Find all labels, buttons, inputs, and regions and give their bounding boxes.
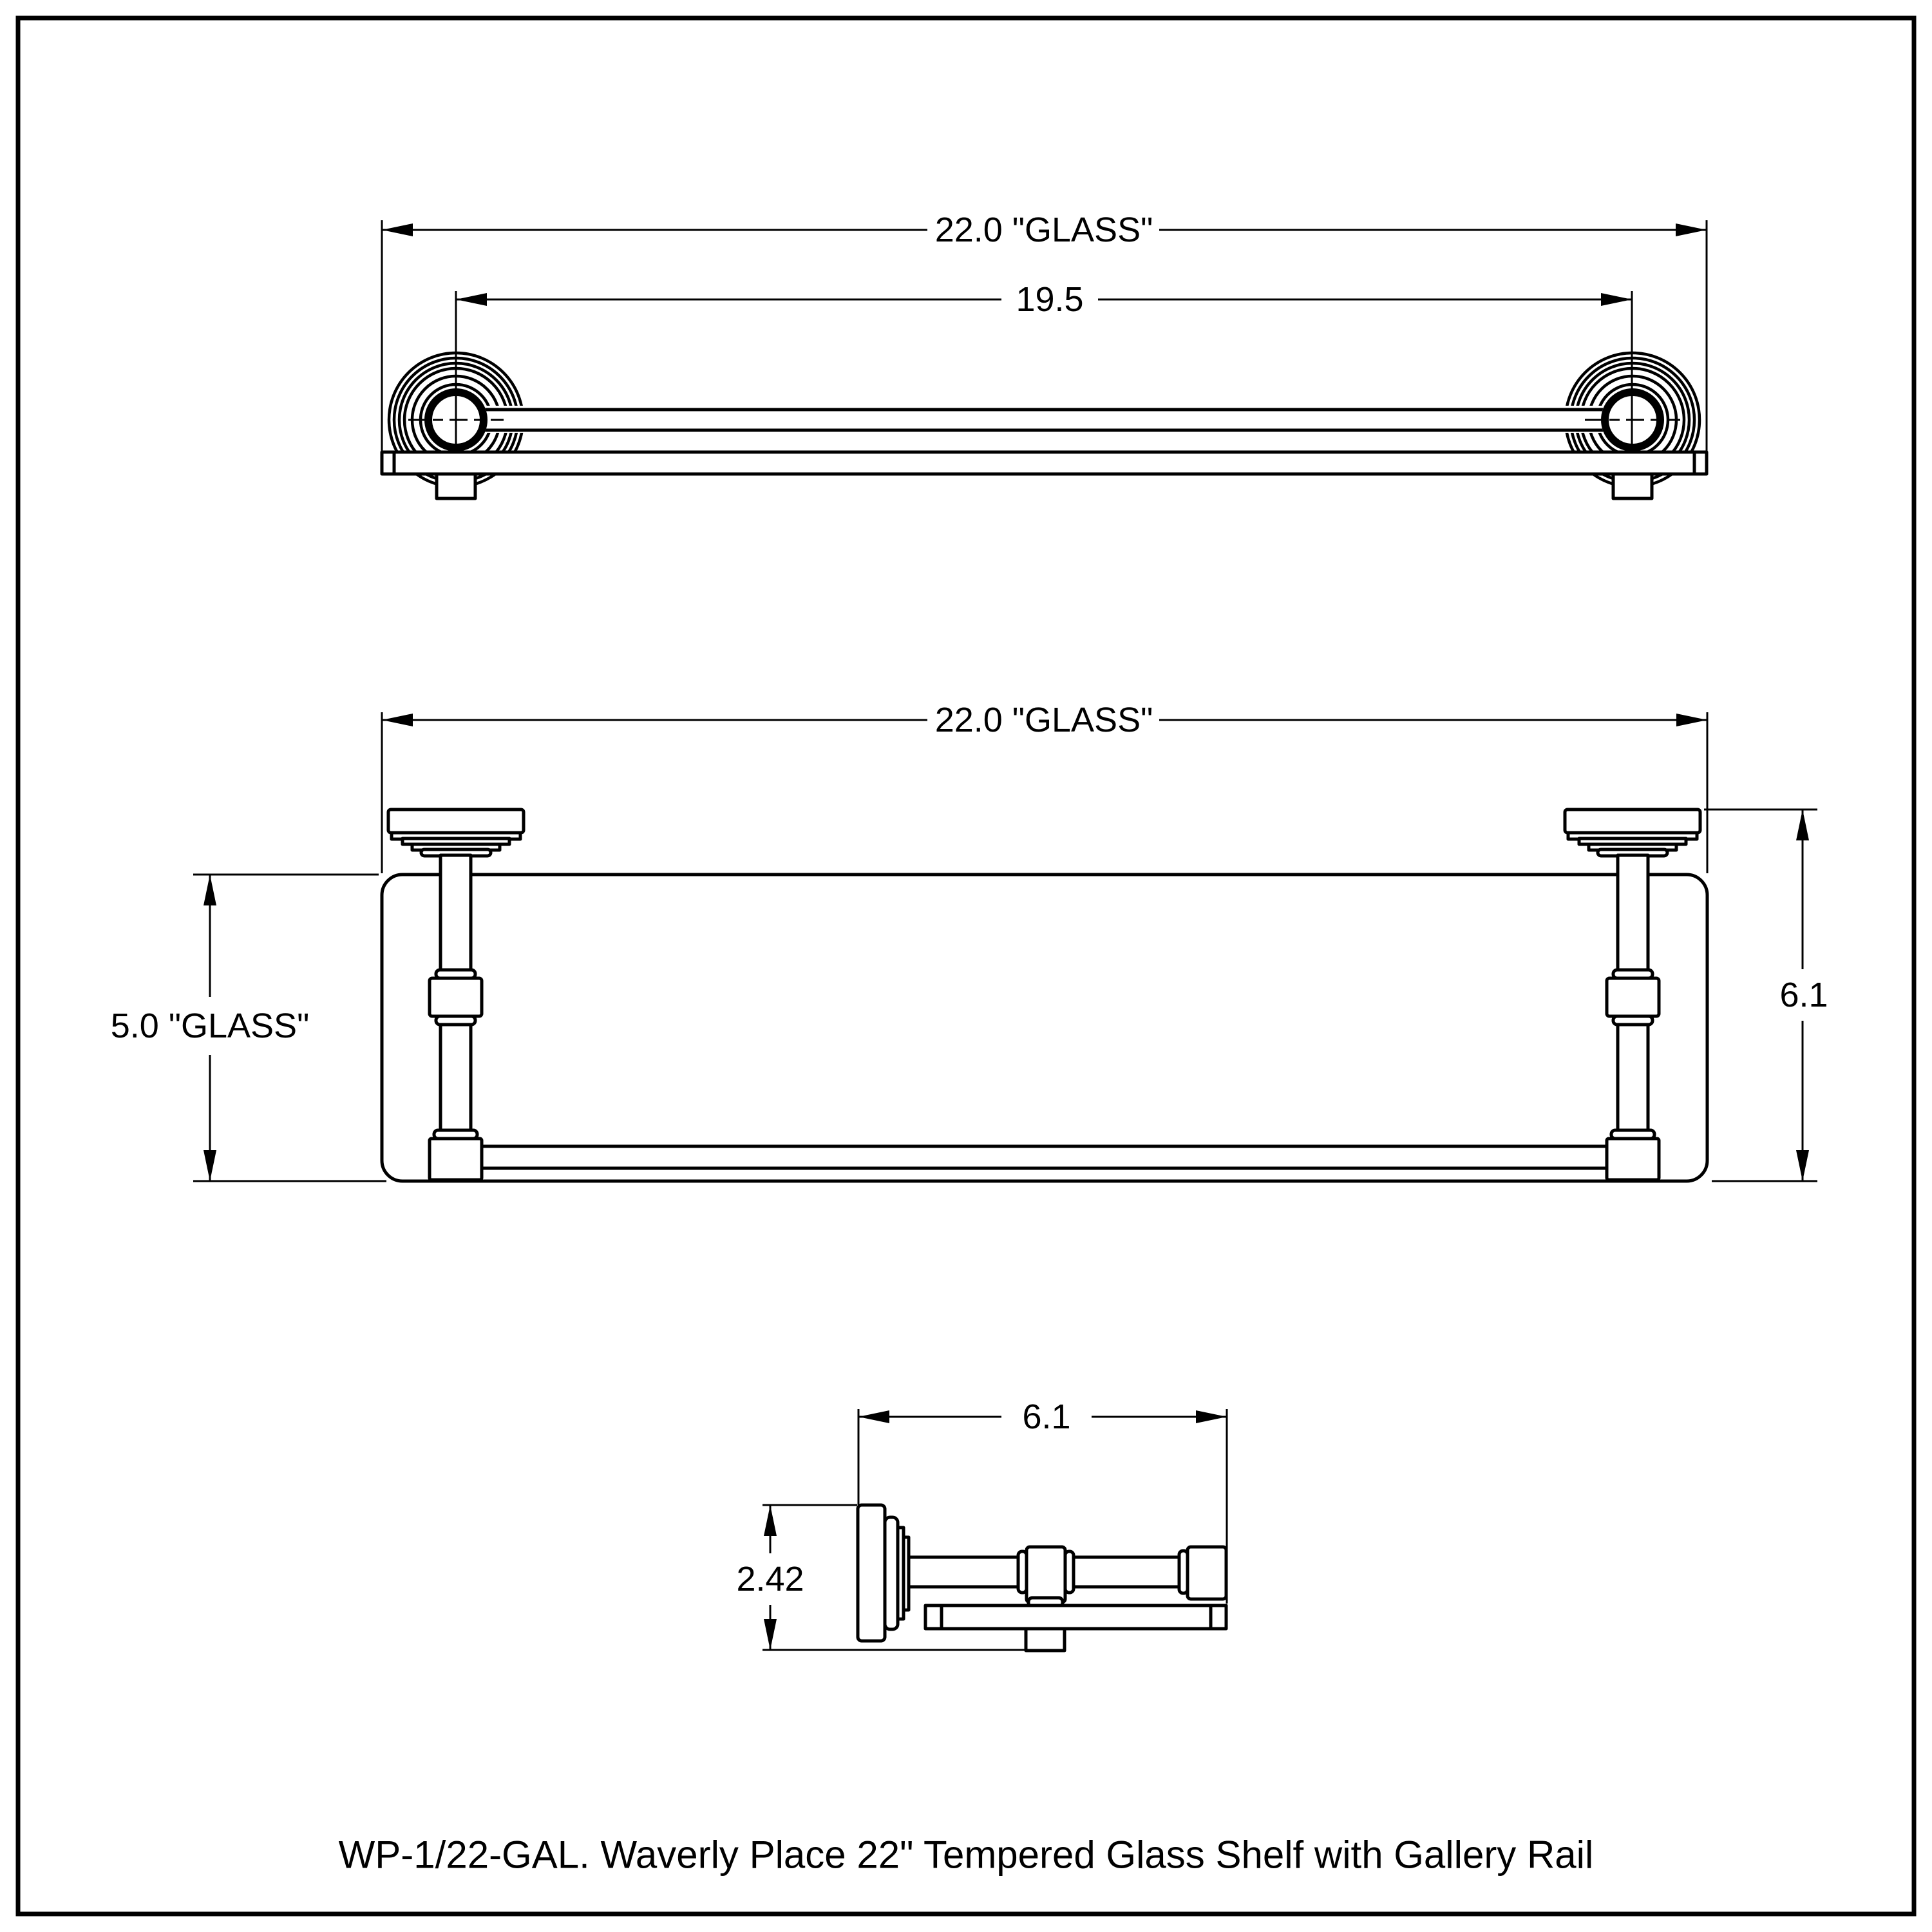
flange-cap-band1 — [386, 808, 526, 835]
post-shaft-upper — [439, 853, 473, 973]
ext-lines-61-front — [1704, 808, 1817, 1182]
dim-label-overall-height: 6.1 — [1779, 976, 1828, 1014]
dim-label-front-width: 22.0 "GLASS" — [935, 701, 1153, 739]
drawing-caption: WP-1/22-GAL. Waverly Place 22" Tempered … — [339, 1833, 1594, 1877]
ext-lines-50 — [193, 873, 386, 1182]
ext-lines-22-front — [381, 712, 1709, 873]
side-view: 6.1 2.42 — [736, 1397, 1228, 1653]
foot-right-top-view — [1611, 472, 1654, 500]
dim-label-glass-height: 5.0 "GLASS" — [111, 1007, 310, 1045]
endcap-block — [1186, 1545, 1228, 1601]
ext-lines-242 — [762, 1504, 1025, 1651]
arrow-right-icon — [1601, 293, 1632, 306]
foot-left-top-view — [435, 472, 477, 500]
arrow-right-icon — [1676, 714, 1707, 726]
dim-label-bracket-height: 2.42 — [736, 1560, 804, 1598]
glass-edge-top-view — [380, 450, 1709, 476]
arrow-up-icon — [1796, 810, 1809, 840]
glass-pane-front — [380, 873, 1709, 1183]
arrow-left-icon — [382, 223, 413, 236]
page-border — [15, 15, 1917, 1917]
ext-lines-22-top — [381, 220, 1708, 474]
arrow-right-icon — [1676, 223, 1707, 236]
collar-block — [428, 976, 484, 1018]
wall-plate-step1 — [883, 1515, 900, 1631]
foot-block — [428, 1137, 484, 1182]
top-view: 22.0 "GLASS" 19.5 — [380, 211, 1709, 500]
arrow-up-icon — [204, 875, 216, 905]
ext-lines-61-side — [857, 1409, 1228, 1604]
arrow-left-icon — [456, 293, 487, 306]
arrow-down-icon — [204, 1150, 216, 1181]
arm-inner — [907, 1555, 1020, 1589]
arrow-down-icon — [764, 1619, 777, 1650]
arrow-down-icon — [1796, 1150, 1809, 1181]
post-shaft-lower — [439, 1023, 473, 1133]
glass-edge-side-view — [923, 1604, 1228, 1631]
arrow-up-icon — [764, 1505, 777, 1536]
wall-plate — [856, 1503, 887, 1643]
dim-label-top-width: 22.0 "GLASS" — [935, 211, 1153, 249]
foot-side-view — [1024, 1627, 1066, 1653]
arm-outer — [1072, 1555, 1181, 1589]
collar-block-side — [1025, 1545, 1067, 1604]
front-view: 22.0 "GLASS" 5.0 "GLASS" 6.1 — [111, 701, 1828, 1183]
dim-label-post-spacing: 19.5 — [1016, 280, 1083, 319]
ext-lines-195 — [455, 291, 1633, 452]
dim-label-depth: 6.1 — [1022, 1397, 1070, 1436]
arrow-left-icon — [382, 714, 413, 726]
front-post-left — [386, 808, 526, 1182]
arrow-left-icon — [858, 1410, 889, 1423]
arrow-right-icon — [1196, 1410, 1227, 1423]
